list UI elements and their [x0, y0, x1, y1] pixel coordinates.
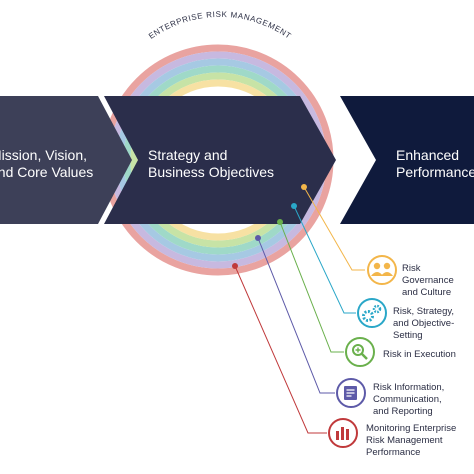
leader-line-monitoring	[234, 265, 327, 434]
people-icon	[373, 262, 381, 270]
dot-strategy	[291, 203, 297, 209]
component-icon-gears	[357, 298, 387, 328]
leader-line-information	[257, 237, 335, 394]
people-icon-bodies	[371, 272, 393, 276]
leader-lines	[234, 186, 365, 434]
document-icon-lines	[346, 389, 355, 397]
component-icon-information	[336, 378, 366, 408]
bar-chart-icon-bar-3	[346, 429, 349, 440]
chevron-label-performance: Enhanced Performance	[396, 147, 474, 180]
magnifier-plus-icon	[352, 344, 364, 356]
chevron-mission	[0, 96, 132, 224]
arc-title: ENTERPRISE RISK MANAGEMENT	[147, 10, 293, 41]
dot-information	[255, 235, 261, 241]
magnifier-icon-circle	[345, 337, 375, 367]
ring-dots	[232, 184, 307, 269]
component-label-strategy: Risk, Strategy, and Objective-Setting	[393, 306, 455, 341]
component-icon-monitoring	[328, 418, 358, 448]
component-label-information: Risk Information, Communication, and Rep…	[373, 382, 445, 417]
bar-chart-icon-bar-2	[341, 427, 344, 440]
leader-line-governance	[303, 186, 365, 271]
component-label-governance: Risk Governance and Culture	[402, 263, 454, 298]
component-icon-execution	[345, 337, 375, 367]
gears-icon-small	[372, 304, 382, 314]
arc-title-path: ENTERPRISE RISK MANAGEMENT	[147, 10, 292, 41]
dot-monitoring	[232, 263, 238, 269]
chevron-label-strategy: Strategy and Business Objectives	[148, 147, 275, 180]
people-icon-circle	[367, 255, 397, 285]
leader-line-execution	[279, 221, 344, 353]
component-label-monitoring: Monitoring Enterprise Risk Management Pe…	[366, 423, 457, 458]
chevron-performance	[340, 96, 474, 224]
dot-governance	[301, 184, 307, 190]
chevron-label-mission: Mission, Vision, and Core Values	[0, 147, 94, 180]
magnifier-handle	[361, 353, 368, 360]
dot-execution	[277, 219, 283, 225]
magnifier-plus	[355, 347, 361, 353]
bar-chart-icon	[336, 427, 349, 440]
component-icon-people	[367, 255, 397, 285]
leader-line-strategy	[293, 205, 356, 314]
chevron-strategy	[104, 96, 336, 224]
bar-chart-icon-bar-1	[336, 431, 339, 440]
people-icon-head-2	[383, 262, 391, 270]
gears-icon	[362, 310, 374, 322]
component-label-execution: Risk in Execution	[383, 349, 456, 360]
